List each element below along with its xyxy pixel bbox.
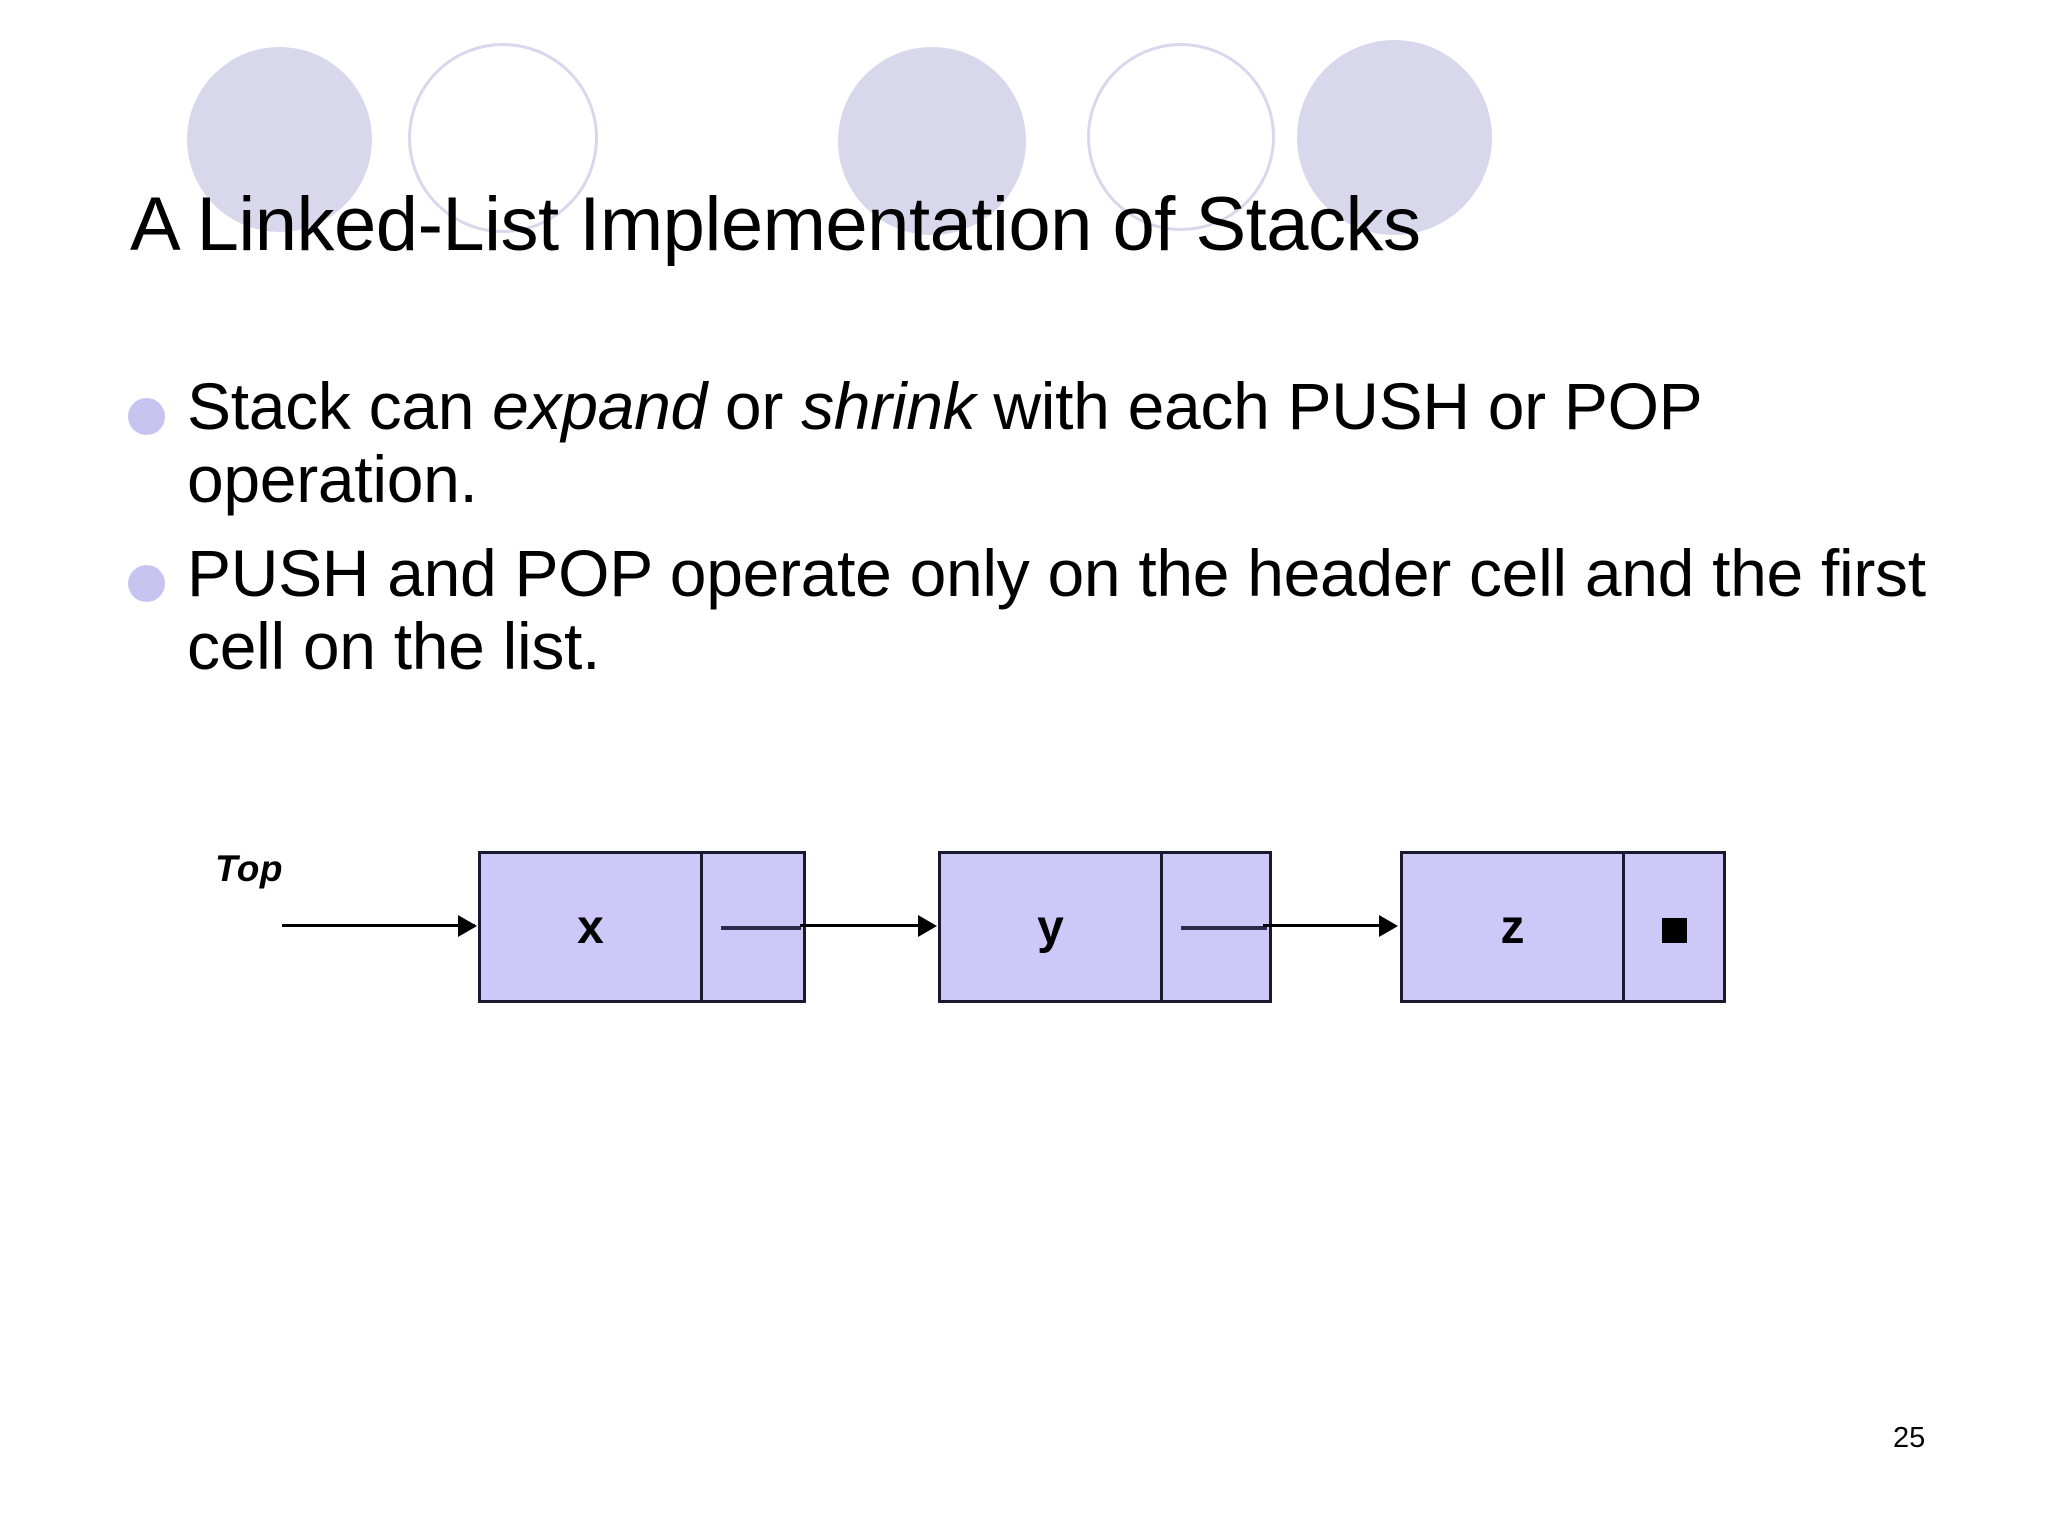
list-node-1: x xyxy=(478,851,806,1003)
list-node-2-pointer-stub xyxy=(1181,926,1267,930)
bullet-text-1: Stack can expand or shrink with each PUS… xyxy=(187,370,1928,515)
bullet-dot-icon xyxy=(128,565,165,603)
null-pointer-icon xyxy=(1661,917,1687,943)
bullet-1-seg-5: with each PUSH or POP operation. xyxy=(187,369,1702,516)
list-node-2: y xyxy=(938,851,1272,1003)
list-node-2-value: y xyxy=(941,854,1163,1000)
list-node-1-pointer-stub xyxy=(721,926,801,930)
top-pointer-label: Top xyxy=(215,848,283,889)
bullet-1-seg-4-emphasis: shrink xyxy=(801,369,976,443)
bullet-item-1: Stack can expand or shrink with each PUS… xyxy=(128,370,1928,515)
page-number: 25 xyxy=(1893,1422,1926,1454)
bullet-dot-icon xyxy=(128,398,165,435)
arrow-node1-to-node2-head xyxy=(918,915,937,937)
slide-title: A Linked-List Implementation of Stacks xyxy=(130,182,1421,267)
list-node-1-pointer-cell xyxy=(703,854,803,1000)
bullet-text-2: PUSH and POP operate only on the header … xyxy=(187,536,1926,683)
list-node-3-pointer-cell xyxy=(1625,854,1723,1000)
arrow-node2-to-node3-head xyxy=(1379,915,1398,937)
bullet-item-2: PUSH and POP operate only on the header … xyxy=(128,537,1928,682)
list-node-1-value: x xyxy=(481,854,703,1000)
bullet-1-seg-1: Stack can xyxy=(187,369,493,443)
list-node-3-value: z xyxy=(1403,854,1625,1000)
list-node-2-pointer-cell xyxy=(1163,854,1269,1000)
list-node-3: z xyxy=(1400,851,1726,1003)
arrow-top-to-node1-line xyxy=(282,924,475,927)
bullet-1-seg-2-emphasis: expand xyxy=(492,369,707,443)
arrow-node2-to-node3-line xyxy=(1263,924,1381,927)
bullet-1-seg-3: or xyxy=(706,369,802,443)
arrow-top-to-node1-head xyxy=(458,915,477,937)
bullet-list: Stack can expand or shrink with each PUS… xyxy=(128,370,1928,704)
arrow-node1-to-node2-line xyxy=(800,924,920,927)
